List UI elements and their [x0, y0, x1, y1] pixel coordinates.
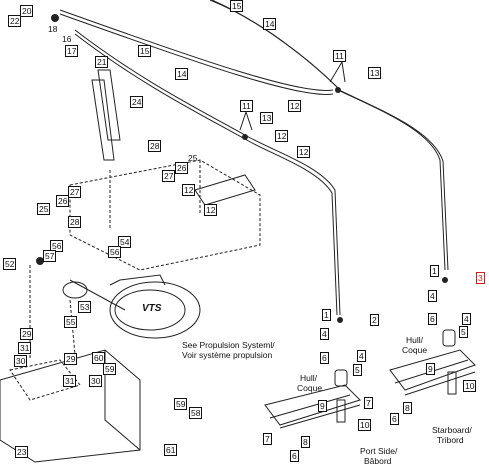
callout-6-right: 6 — [428, 313, 437, 325]
callout-11-top: 11 — [333, 50, 346, 62]
callout-13-mid: 13 — [260, 112, 274, 124]
vts-logo: VTS — [142, 303, 162, 314]
callout-6-right-c: 6 — [390, 413, 399, 425]
callout-4-left: 4 — [320, 328, 329, 340]
callout-12-a: 12 — [288, 100, 302, 112]
steering-shaft — [62, 281, 88, 299]
callout-6-left: 6 — [320, 352, 329, 364]
callout-15-top: 15 — [230, 0, 244, 12]
propulsion-left — [264, 384, 361, 426]
hull-coque-right-line1: Hull/ — [406, 335, 424, 345]
hull-coque-left-line2: Coque — [297, 383, 323, 393]
callout-52: 52 — [3, 258, 17, 270]
cable-starboard — [337, 89, 446, 271]
cable-14-upper — [59, 9, 334, 91]
callout-22: 22 — [8, 15, 22, 27]
callout-14-top: 14 — [263, 18, 277, 30]
callout-23: 23 — [15, 446, 29, 458]
port-side-line2: Bâbord — [364, 456, 392, 466]
callout-28: 28 — [148, 140, 162, 152]
callout-7-right: 7 — [364, 397, 373, 409]
callout-12-c: 12 — [297, 146, 311, 158]
callout-4-right-b: 4 — [462, 313, 471, 325]
hull-coque-left-line1: Hull/ — [300, 373, 318, 383]
callout-5-left: 5 — [353, 364, 362, 376]
callout-15: 15 — [138, 45, 152, 57]
port-side-line1: Port Side/ — [360, 446, 398, 456]
callout-27-b: 27 — [68, 186, 82, 198]
callout-12-e: 12 — [204, 204, 218, 216]
callout-8-right: 8 — [403, 402, 412, 414]
callout-58: 58 — [189, 407, 203, 419]
callout-16: 16 — [62, 34, 72, 44]
callout-27: 27 — [162, 170, 176, 182]
leader-11-top — [329, 61, 346, 83]
callout-31: 31 — [18, 342, 32, 354]
callout-21: 21 — [95, 56, 109, 68]
leader-11-mid — [239, 111, 253, 131]
callout-5-right: 5 — [459, 326, 468, 338]
see-propulsion-line1: See Propulsion Systeml/ — [182, 340, 275, 350]
callout-1-left: 1 — [322, 309, 331, 321]
propulsion-right — [389, 349, 476, 391]
callout-17: 17 — [65, 45, 79, 57]
callout-31-b: 31 — [63, 375, 77, 387]
callout-56: 56 — [50, 240, 64, 252]
callout-24: 24 — [130, 96, 144, 108]
callout-30-b: 30 — [89, 375, 103, 387]
cable-upper-right — [209, 0, 339, 89]
callout-26: 26 — [175, 162, 189, 174]
part-10-left — [336, 399, 346, 423]
hull-coque-right-line2: Coque — [402, 345, 428, 355]
callout-61: 61 — [164, 444, 178, 456]
callout-4-right: 4 — [428, 290, 437, 302]
callout-59: 59 — [103, 363, 117, 375]
cable-15-upper — [59, 13, 334, 95]
callout-20: 20 — [20, 5, 34, 17]
starboard-line2: Tribord — [437, 435, 464, 445]
callout-10-left: 10 — [358, 419, 372, 431]
fitting-left — [334, 369, 348, 387]
callout-13-top: 13 — [368, 67, 382, 79]
fitting-right — [442, 329, 456, 347]
callout-55: 55 — [64, 316, 78, 328]
callout-54: 54 — [118, 236, 132, 248]
vts-wheel-mount — [109, 281, 201, 339]
callout-30: 30 — [14, 355, 28, 367]
callout-59-b: 59 — [174, 398, 188, 410]
callout-9-left: 9 — [318, 400, 327, 412]
callout-12-d: 12 — [182, 184, 196, 196]
callout-10-right: 10 — [463, 380, 477, 392]
see-propulsion-line2: Voir système propulsion — [182, 350, 273, 360]
callout-3-highlighted: 3 — [476, 272, 485, 284]
callout-8-left: 8 — [301, 436, 310, 448]
callout-56-b: 56 — [108, 246, 122, 258]
callout-57: 57 — [43, 250, 57, 262]
callout-60: 60 — [92, 352, 106, 364]
starboard-line1: Starboard/ — [432, 425, 472, 435]
callout-26-b: 26 — [56, 195, 70, 207]
callout-14: 14 — [175, 68, 189, 80]
callout-7-left: 7 — [263, 433, 272, 445]
part-10-right — [447, 371, 457, 395]
callout-18: 18 — [48, 24, 58, 34]
bracket-12 — [194, 174, 256, 206]
callout-29: 29 — [20, 328, 34, 340]
callout-6-left-d: 6 — [290, 450, 299, 462]
callout-1-right: 1 — [430, 265, 439, 277]
callout-28-b: 28 — [68, 216, 82, 228]
callout-9-right: 9 — [426, 363, 435, 375]
cable-port — [74, 29, 341, 316]
callout-29-b: 29 — [64, 353, 78, 365]
lever-24 — [97, 69, 121, 141]
callout-53: 53 — [78, 301, 92, 313]
callout-25-b: 25 — [37, 203, 51, 215]
callout-11-mid: 11 — [240, 100, 253, 112]
callout-25: 25 — [188, 153, 198, 163]
callout-4-left-b: 4 — [357, 350, 366, 362]
callout-12-b: 12 — [275, 130, 289, 142]
callout-2: 2 — [370, 314, 379, 326]
